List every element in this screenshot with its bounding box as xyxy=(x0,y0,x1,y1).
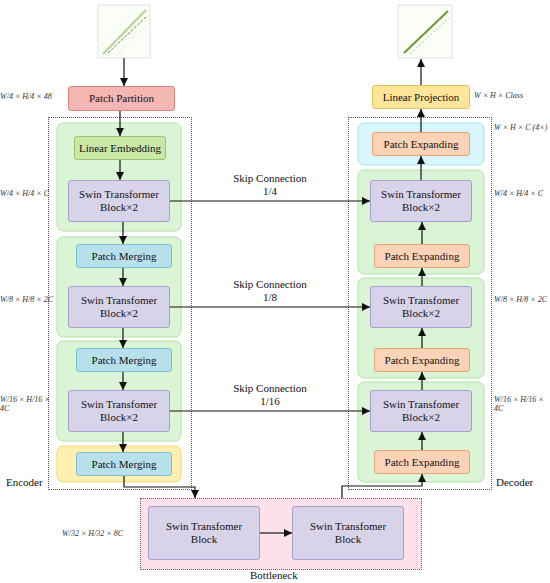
skip-connection xyxy=(170,410,370,411)
flow-arrow xyxy=(119,160,120,180)
box-label: Patch Expanding xyxy=(385,456,460,469)
connection-label: Skip Connection 1/4 xyxy=(230,172,310,197)
stage-group xyxy=(57,123,181,231)
transformer-block: Swin Transfomer Block×2 xyxy=(68,286,170,328)
box-label: Swin Transfomer Block xyxy=(165,520,243,545)
flow-arrow xyxy=(421,268,422,286)
partition-box: Patch Partition xyxy=(68,86,175,111)
stage-group xyxy=(358,123,484,165)
box-label: Swin Transfomer Block×2 xyxy=(371,398,471,423)
group-heading: Decoder xyxy=(496,476,533,489)
dimension-label: W × H × Class xyxy=(474,92,550,101)
dimension-label: W/4 × H/4 × C xyxy=(494,190,550,199)
box-label: Patch Merging xyxy=(92,354,157,367)
transformer-block: Swin Transfomer Block xyxy=(292,506,404,560)
flow-arrow xyxy=(122,268,123,286)
box-label: Patch Merging xyxy=(92,458,157,471)
box-label: Linear Embedding xyxy=(79,142,161,155)
stage-group xyxy=(57,237,181,337)
image-stripe xyxy=(404,11,448,53)
image-stripe xyxy=(103,10,146,54)
output-image xyxy=(398,5,452,58)
flow-arrow xyxy=(122,222,123,244)
box-label: Patch Merging xyxy=(92,250,157,263)
expanding-box: Patch Expanding xyxy=(374,244,470,268)
flow-arrow xyxy=(122,328,123,348)
flow-arrow xyxy=(122,372,123,390)
transformer-block: Swin Transfomer Block×2 xyxy=(370,286,472,328)
box-label: Swin Transfomer Block xyxy=(309,520,387,545)
flow-arrow xyxy=(421,328,422,348)
stage-group xyxy=(57,341,181,441)
image-stripe xyxy=(101,9,136,46)
dimension-label: W/16 × H/16 × 4C xyxy=(494,396,550,414)
transformer-block: Swin Transfomer Block×2 xyxy=(370,390,472,432)
group-heading: Encoder xyxy=(6,476,43,489)
expanding-box: Patch Expanding xyxy=(374,450,470,474)
box-label: Swin Transfomer Block×2 xyxy=(371,294,471,319)
flow-arrow xyxy=(421,222,422,244)
merging-box: Patch Merging xyxy=(76,452,172,476)
group-box: DecoderPatch ExpandingSwin Transformer B… xyxy=(348,117,492,490)
dimension-label: W/8 × H/8 × 2C xyxy=(494,296,550,305)
stage-group xyxy=(358,382,484,482)
expanding-box: Patch Expanding xyxy=(374,348,470,372)
flow-arrow xyxy=(342,474,422,498)
bottleneck-box: BottleneckSwin Transfomer BlockSwin Tran… xyxy=(140,498,422,570)
flow-arrow xyxy=(420,156,421,180)
transformer-block: Swin Transfomer Block×2 xyxy=(68,390,170,432)
dimension-label: W/32 × H/32 × 8C xyxy=(62,530,138,539)
image-stripe xyxy=(108,16,147,53)
image-stripe xyxy=(410,18,449,54)
stage-group xyxy=(358,278,484,378)
flow-arrow xyxy=(122,432,123,452)
transformer-block: Swin Transfomer Block xyxy=(148,506,260,560)
flow-arrow xyxy=(124,476,195,498)
input-image xyxy=(98,5,150,58)
flow-arrow xyxy=(421,432,422,450)
transformer-block: Swin Transformer Block×2 xyxy=(370,180,472,222)
box-label: Swin Transfomer Block×2 xyxy=(69,294,169,319)
group-heading: Bottleneck xyxy=(250,569,298,582)
dimension-label: W/16 × H/16 × 4C xyxy=(0,396,56,414)
flow-arrow xyxy=(260,532,292,533)
projection-box: Linear Projection xyxy=(372,85,470,109)
flow-arrow xyxy=(119,111,120,136)
dimension-label: W/4 × H/4 × 48 xyxy=(0,93,66,102)
box-label: Patch Partition xyxy=(89,92,154,105)
dimension-label: W/8 × H/8 × 2C xyxy=(0,296,56,305)
box-label: Swin Transformer Block×2 xyxy=(69,188,169,213)
dimension-label: W/4 × H/4 × C xyxy=(0,190,56,199)
skip-connection xyxy=(170,306,370,307)
transformer-block: Swin Transformer Block×2 xyxy=(68,180,170,222)
connection-label: Skip Connection 1/16 xyxy=(230,382,310,407)
flow-arrow xyxy=(420,59,421,85)
group-box: EncoderLinear EmbeddingSwin Transformer … xyxy=(48,117,192,490)
flow-arrow xyxy=(421,372,422,390)
skip-connection xyxy=(170,200,370,201)
box-label: Linear Projection xyxy=(383,91,460,104)
box-label: Patch Expanding xyxy=(385,354,460,367)
dimension-label: W × H × C (4×) xyxy=(494,124,550,133)
flow-arrow xyxy=(420,109,421,132)
stage-group xyxy=(358,170,484,274)
merging-box: Patch Merging xyxy=(76,244,172,268)
flow-arrow xyxy=(123,58,124,86)
image-stripe xyxy=(116,24,149,55)
box-label: Patch Expanding xyxy=(385,250,460,263)
box-label: Swin Transformer Block×2 xyxy=(371,188,471,213)
expanding-box: Patch Expanding xyxy=(372,132,470,156)
box-label: Swin Transfomer Block×2 xyxy=(69,398,169,423)
embedding-box: Linear Embedding xyxy=(74,136,166,160)
stage-group xyxy=(57,446,181,482)
connection-label: Skip Connection 1/8 xyxy=(230,278,310,303)
box-label: Patch Expanding xyxy=(384,138,459,151)
merging-box: Patch Merging xyxy=(76,348,172,372)
